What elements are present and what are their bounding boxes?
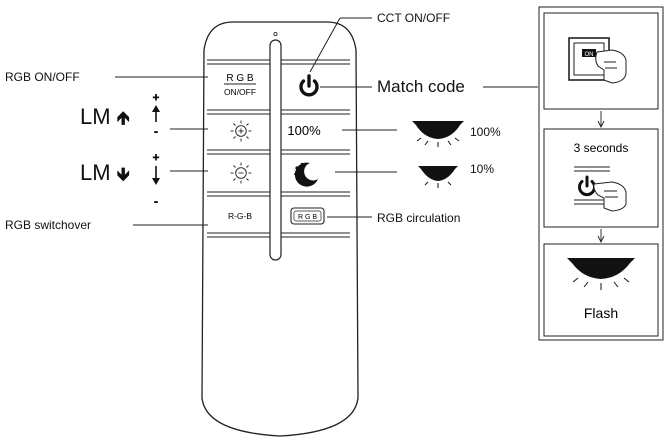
lm-down-label: LM 🡻: [80, 162, 130, 184]
remote-button-dividers: [207, 59, 350, 238]
rgb-switchover-label: RGB switchover: [5, 218, 92, 232]
power-icon[interactable]: [299, 74, 319, 97]
svg-text:+: +: [153, 92, 159, 104]
lm-down-arrow-glyph: + -: [152, 152, 160, 209]
step2-box: [543, 128, 659, 228]
rgb-cycle-button[interactable]: [290, 207, 325, 225]
lamp-10-icon: [418, 166, 458, 188]
lamp-100-icon: [412, 121, 464, 147]
rgb-button-top-text[interactable]: R G B: [226, 73, 254, 84]
lm-up-text: LM: [80, 104, 111, 129]
step2-hand-icon: [593, 181, 627, 212]
button-100-text[interactable]: 100%: [287, 123, 321, 138]
flash-lamp-icon: [567, 258, 635, 290]
step3-text: Flash: [584, 305, 618, 321]
hand-icon: [595, 49, 627, 84]
svg-text:-: -: [154, 126, 158, 138]
cct-onoff-label: CCT ON/OFF: [377, 11, 451, 25]
svg-text:+: +: [153, 152, 159, 164]
step2-text: 3 seconds: [574, 141, 629, 155]
lm-up-arrow-icon: 🡹: [116, 108, 130, 128]
sun-minus-icon[interactable]: [230, 162, 252, 184]
svg-text:-: -: [154, 196, 158, 208]
rgb-cycle-button-inner: [293, 210, 322, 222]
lamp-100-label: 100%: [470, 125, 501, 139]
rgb-circulation-label: RGB circulation: [377, 211, 461, 225]
callout-lines: [115, 17, 538, 226]
lm-up-arrow-glyph: + -: [152, 92, 160, 139]
lm-down-text: LM: [80, 160, 111, 185]
side-panel-frame: [538, 6, 664, 341]
step-arrow-2: [597, 229, 605, 244]
remote-led-dot: [273, 32, 278, 37]
lamp-10-label: 10%: [470, 162, 495, 176]
rgb-onoff-label: RGB ON/OFF: [5, 70, 80, 84]
sun-plus-icon[interactable]: [230, 120, 252, 142]
rgb-button-bottom-text[interactable]: ON/OFF: [224, 87, 256, 97]
remote-center-slot: [269, 39, 282, 261]
lm-down-arrow-icon: 🡻: [116, 164, 130, 184]
step-arrow-1: [597, 111, 605, 129]
match-code-label: Match code: [377, 77, 465, 96]
night-moon-icon[interactable]: [294, 162, 318, 187]
step1-on-text: ON: [585, 52, 594, 58]
rgb-cycle-button-text: R G B: [298, 214, 317, 221]
lm-up-label: LM 🡹: [80, 106, 130, 128]
rgb-switch-button-text[interactable]: R-G-B: [228, 211, 252, 221]
